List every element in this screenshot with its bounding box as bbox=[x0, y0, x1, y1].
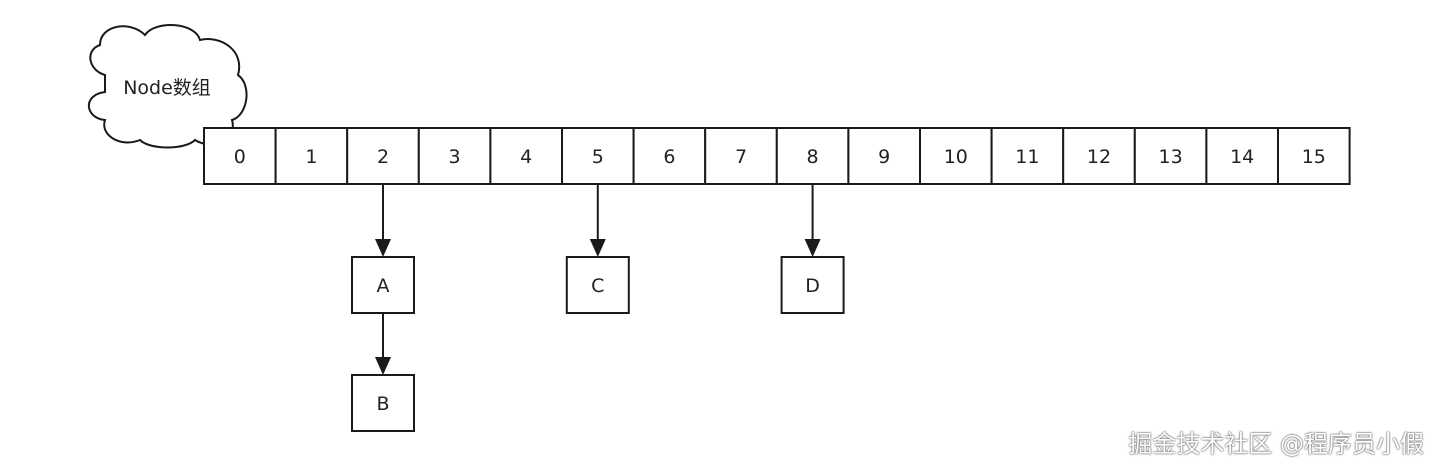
cloud-shape bbox=[87, 23, 248, 149]
array-cell-label: 11 bbox=[1015, 146, 1039, 168]
arrow-head bbox=[804, 239, 821, 257]
array-cell-box bbox=[919, 127, 993, 185]
array-cell-label: 3 bbox=[449, 146, 461, 168]
array-cell-label: 15 bbox=[1302, 146, 1326, 168]
array-cell: 6 bbox=[632, 127, 707, 185]
array-cell-label: 12 bbox=[1087, 146, 1111, 168]
array-cell: 5 bbox=[561, 127, 635, 185]
array-cell: 15 bbox=[1277, 127, 1351, 185]
array-cell: 0 bbox=[203, 127, 277, 185]
array-cell-label: 0 bbox=[234, 146, 246, 168]
array-cell-box bbox=[203, 127, 277, 185]
chain-node-box bbox=[780, 256, 845, 314]
bucket-chain: C bbox=[565, 184, 630, 314]
array-cell-box bbox=[775, 127, 850, 185]
chain-node-box bbox=[351, 374, 415, 432]
array-cell: 14 bbox=[1205, 127, 1280, 185]
array-cell: 7 bbox=[704, 127, 778, 185]
array-cell: 13 bbox=[1133, 127, 1208, 185]
arrow-head bbox=[375, 239, 391, 257]
array-cell-box bbox=[489, 127, 563, 185]
array-cell-box bbox=[274, 127, 349, 185]
array-cell-label: 9 bbox=[878, 146, 890, 168]
array-cell-label: 5 bbox=[592, 146, 604, 168]
watermark-text: 掘金技术社区 @程序员小假 bbox=[1128, 430, 1424, 458]
array-cell-label: 6 bbox=[663, 146, 675, 168]
array-cell-box bbox=[704, 127, 778, 185]
array-cell: 3 bbox=[417, 127, 492, 185]
array-cell-box bbox=[417, 127, 492, 185]
array-cell-box bbox=[990, 127, 1065, 185]
down-arrow bbox=[804, 184, 821, 257]
chain-node-label: D bbox=[805, 275, 820, 297]
array-cell: 2 bbox=[346, 127, 420, 185]
array-cell: 12 bbox=[1062, 127, 1136, 185]
bucket-chain: AB bbox=[351, 184, 415, 432]
cloud-label: Node数组 bbox=[123, 77, 211, 99]
bucket-chain: D bbox=[780, 184, 845, 314]
array-cell: 8 bbox=[775, 127, 850, 185]
arrow-head bbox=[375, 357, 391, 375]
array-cell-label: 4 bbox=[520, 146, 532, 168]
chain-node: D bbox=[780, 256, 845, 314]
array-cell-box bbox=[1062, 127, 1136, 185]
array-cell-label: 2 bbox=[377, 146, 389, 168]
chain-node-label: A bbox=[377, 275, 390, 297]
node-array-cloud: Node数组 bbox=[87, 23, 248, 149]
array-cell: 1 bbox=[274, 127, 349, 185]
chain-node-box bbox=[565, 256, 630, 314]
array-cell-label: 1 bbox=[305, 146, 317, 168]
array-cell-box bbox=[1205, 127, 1280, 185]
chain-node: A bbox=[351, 256, 415, 314]
chain-node-box bbox=[351, 256, 415, 314]
arrow-head bbox=[589, 239, 606, 257]
array-cell-label: 13 bbox=[1159, 146, 1183, 168]
chain-node: C bbox=[565, 256, 630, 314]
chain-node-label: C bbox=[591, 275, 604, 297]
array-cell: 11 bbox=[990, 127, 1065, 185]
down-arrow bbox=[375, 313, 391, 375]
array-cell-box bbox=[1277, 127, 1351, 185]
array-cell: 10 bbox=[919, 127, 993, 185]
array-cell: 9 bbox=[847, 127, 922, 185]
down-arrow bbox=[589, 184, 606, 257]
array-cell-box bbox=[632, 127, 707, 185]
chain-node: B bbox=[351, 374, 415, 432]
array-cell-label: 10 bbox=[944, 146, 968, 168]
array-cell-label: 8 bbox=[807, 146, 819, 168]
chain-node-label: B bbox=[376, 393, 389, 415]
array-cell-label: 7 bbox=[735, 146, 747, 168]
array-cell: 4 bbox=[489, 127, 563, 185]
down-arrow bbox=[375, 184, 391, 257]
array-cell-label: 14 bbox=[1230, 146, 1254, 168]
